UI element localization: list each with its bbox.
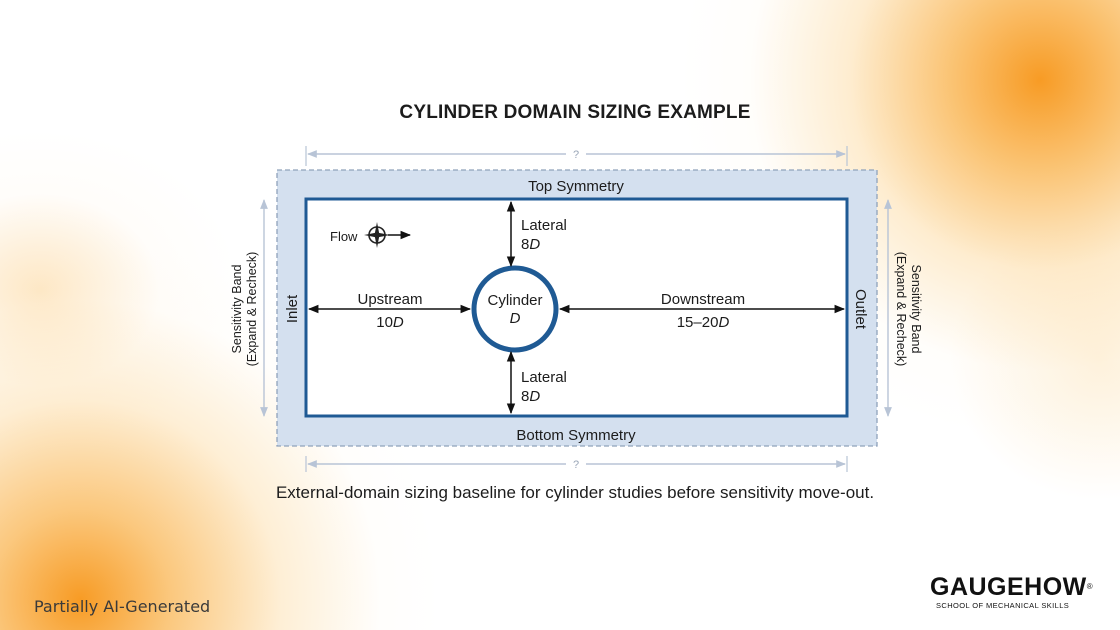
right-sensitivity-line2: (Expand & Recheck) [894, 252, 908, 367]
lateral-top-label: Lateral [521, 217, 567, 234]
diagram-caption: External-domain sizing baseline for cyli… [275, 483, 875, 502]
outlet-label: Outlet [852, 289, 869, 330]
inlet-label: Inlet [284, 294, 301, 323]
lateral-top-value: 8D [521, 236, 540, 253]
brand-tagline: SCHOOL OF MECHANICAL SKILLS [936, 601, 1070, 610]
cylinder-label: Cylinder [487, 292, 542, 309]
left-sensitivity-line1: Sensitivity Band [230, 264, 244, 353]
cylinder-symbol: D [510, 310, 521, 327]
top-dimension: ? [305, 146, 848, 166]
registered-mark: ® [1086, 582, 1094, 591]
top-boundary-label: Top Symmetry [528, 178, 624, 195]
flow-indicator: Flow [330, 222, 412, 248]
bottom-boundary-label: Bottom Symmetry [516, 427, 636, 444]
lateral-bottom-label: Lateral [521, 369, 567, 386]
right-sensitivity-indicator: (Expand & Recheck) Sensitivity Band [884, 199, 923, 417]
top-dimension-label: ? [573, 149, 579, 161]
page-title: CYLINDER DOMAIN SIZING EXAMPLE [399, 102, 751, 123]
lateral-bottom-value: 8D [521, 388, 540, 405]
left-sensitivity-indicator: Sensitivity Band (Expand & Recheck) [230, 199, 268, 417]
ai-generated-note: Partially AI-Generated [34, 597, 211, 616]
compass-icon [364, 222, 390, 248]
downstream-value: 15–20D [677, 314, 730, 331]
brand-logo: GAUGEHOW® SCHOOL OF MECHANICAL SKILLS [930, 574, 1100, 610]
left-sensitivity-line2: (Expand & Recheck) [245, 252, 259, 367]
upstream-value: 10D [376, 314, 404, 331]
flow-label: Flow [330, 229, 358, 244]
bottom-dimension: ? [305, 456, 848, 472]
right-sensitivity-line1: Sensitivity Band [909, 265, 923, 354]
upstream-label: Upstream [357, 291, 422, 308]
cylinder [471, 265, 559, 353]
downstream-label: Downstream [661, 291, 745, 308]
bottom-dimension-label: ? [573, 459, 579, 471]
brand-name: GAUGEHOW® [930, 573, 1094, 601]
